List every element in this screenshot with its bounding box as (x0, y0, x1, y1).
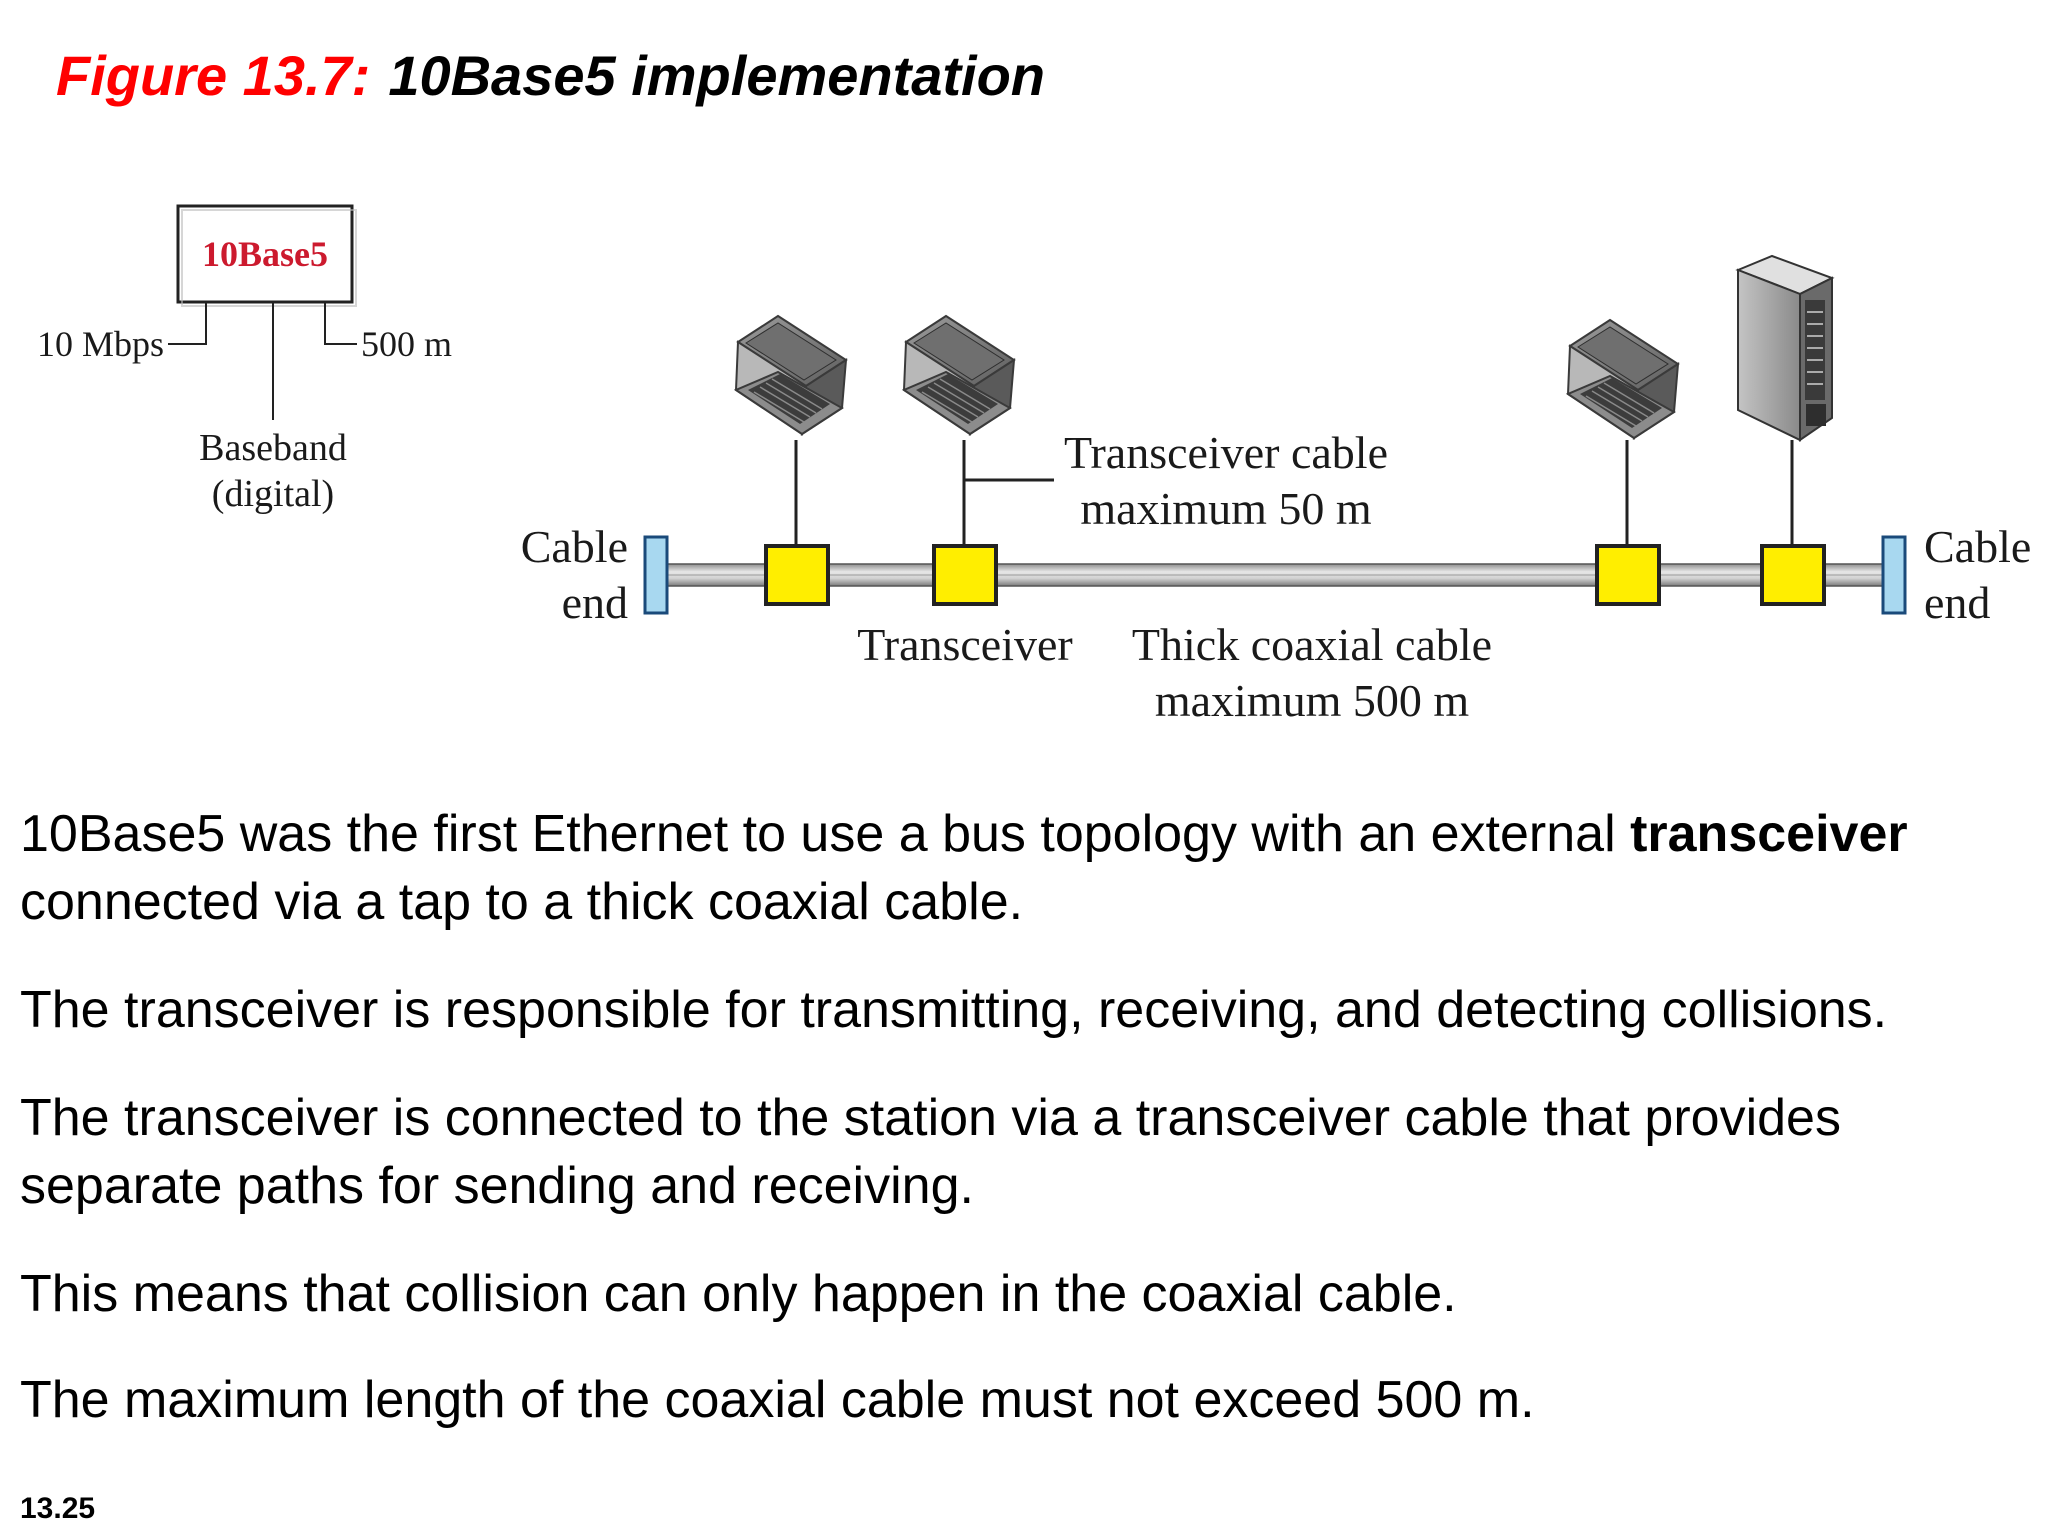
cable-end-right-label-2: end (1924, 577, 1990, 628)
figure-number: Figure 13.7: (56, 44, 371, 107)
transceiver (932, 544, 998, 606)
legend-rate: 10 Mbps (37, 324, 164, 364)
transceiver-cable-label-1: Transceiver cable (1064, 427, 1388, 478)
paragraph-3: The transceiver is connected to the stat… (20, 1089, 1841, 1215)
legend: 10Base5 10 Mbps 500 m Baseband (digital) (37, 204, 452, 515)
cable-end-right-label-1: Cable (1924, 521, 2031, 572)
paragraph-4: This means that collision can only happe… (20, 1265, 1457, 1323)
paragraph-1: 10Base5 was the first Ethernet to use a … (20, 800, 2030, 936)
legend-length: 500 m (361, 324, 452, 364)
coax-label-1: Thick coaxial cable (1132, 619, 1492, 670)
transceiver (764, 544, 830, 606)
cable-end-left-label-1: Cable (521, 521, 628, 572)
paragraph-2: The transceiver is responsible for trans… (20, 981, 1888, 1039)
laptop-icon (903, 315, 1015, 435)
laptop-icon (1567, 319, 1679, 439)
paragraph-1-end: connected via a tap to a thick coaxial c… (20, 873, 1024, 931)
transceiver (1760, 544, 1826, 606)
paragraph-1-start: 10Base5 was the first Ethernet to use a … (20, 805, 1631, 863)
cable-end-left-label-2: end (562, 577, 628, 628)
coax-label-2: maximum 500 m (1155, 675, 1470, 726)
legend-name: 10Base5 (202, 234, 328, 274)
laptop-icon (735, 315, 847, 435)
body-text: 10Base5 was the first Ethernet to use a … (20, 800, 2030, 1474)
transceiver (1595, 544, 1661, 606)
network-diagram: 10Base5 10 Mbps 500 m Baseband (digital) (37, 204, 2031, 726)
legend-box (176, 204, 354, 304)
cable-end-right (1881, 535, 1907, 615)
legend-signal-line1: Baseband (199, 427, 347, 469)
paragraph-1-bold: transceiver (1630, 805, 1908, 863)
figure-title: Figure 13.7: 10Base5 implementation (56, 40, 1045, 112)
legend-signal-line2: (digital) (212, 473, 334, 515)
cable-end-left (643, 535, 669, 615)
slide-number: 13.25 (20, 1492, 96, 1525)
server-icon (1735, 254, 1835, 442)
paragraph-5: The maximum length of the coaxial cable … (20, 1371, 1535, 1429)
transceiver-label: Transceiver (857, 619, 1072, 670)
thick-coaxial-cable (659, 563, 1889, 587)
transceiver-cable-label-2: maximum 50 m (1080, 483, 1372, 534)
figure-name: 10Base5 implementation (388, 44, 1046, 107)
